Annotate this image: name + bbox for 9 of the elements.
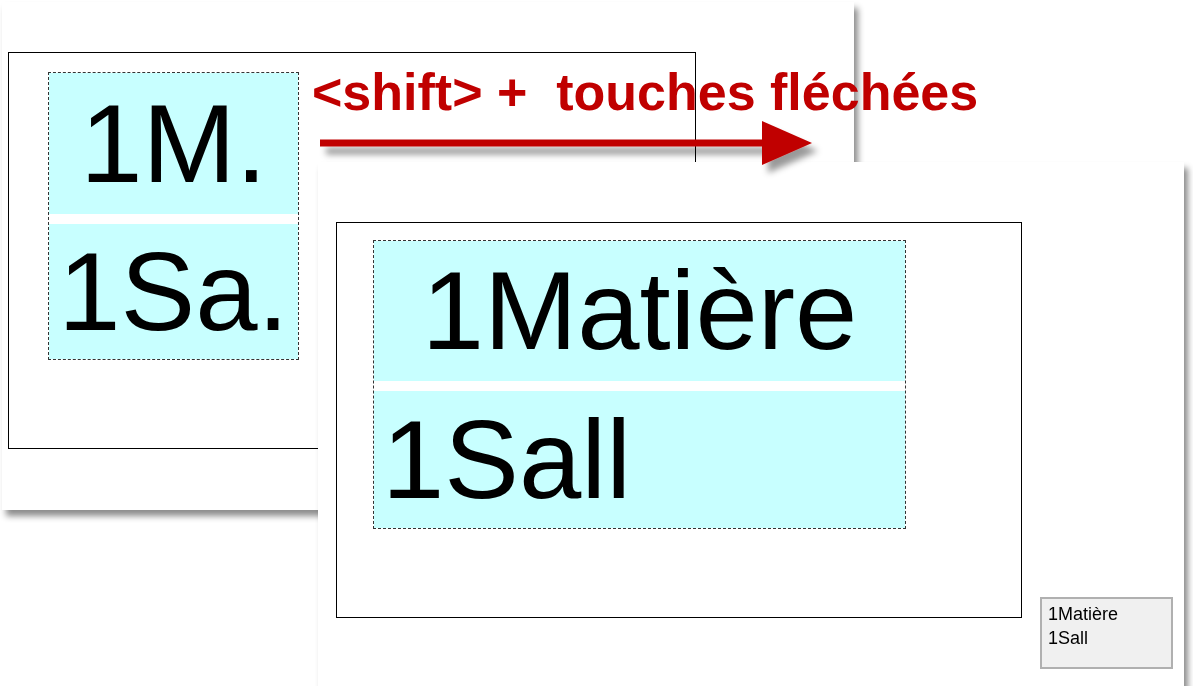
selected-field: [373, 240, 906, 529]
selected-field: [48, 72, 299, 360]
text-cell: 1Sa.: [49, 224, 298, 359]
page-frame: [336, 222, 1022, 618]
text-cell: 1Sall: [374, 391, 905, 528]
text-cell: 1Matière: [374, 241, 905, 381]
text-cell: 1M.: [49, 73, 298, 214]
tooltip: 1Matière 1Sall: [1040, 597, 1173, 669]
enlarged-window-dialog: [318, 162, 1184, 686]
